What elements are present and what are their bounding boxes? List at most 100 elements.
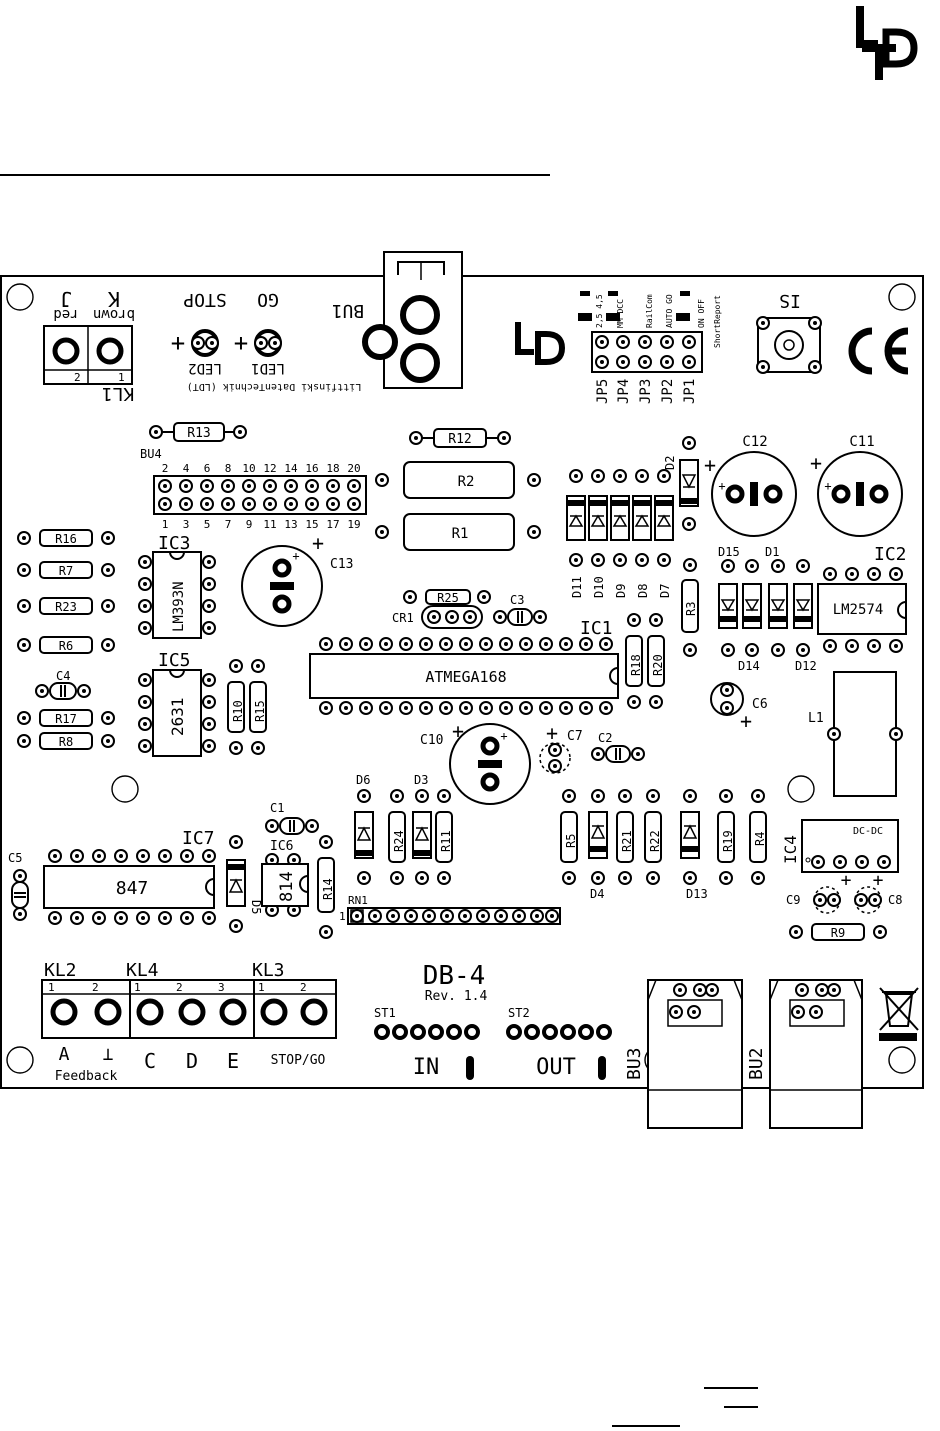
led2-ref: LED2 [188, 360, 222, 376]
svg-text:+: + [740, 709, 752, 733]
svg-text:20: 20 [347, 462, 360, 475]
leds: STOP GO + + LED2 LED1 Littfinski DatenTe… [171, 289, 362, 392]
svg-text:IC7: IC7 [182, 828, 215, 849]
jumper-option-jp4: MM DCC [616, 299, 625, 328]
resistor-r15: R15 [249, 659, 267, 755]
svg-text:D2: D2 [663, 456, 677, 470]
svg-text:ATMEGA168: ATMEGA168 [425, 668, 506, 686]
kl2-ref: KL2 [44, 960, 77, 981]
svg-text:R15: R15 [253, 700, 267, 722]
jumper-jp5: JP5 [595, 379, 611, 404]
svg-text:5: 5 [204, 518, 211, 531]
resistor-r6: R6 [17, 636, 115, 654]
resistor-r20: R20 [647, 613, 665, 709]
resistor-r16: R16 [17, 529, 115, 547]
svg-text:R10: R10 [231, 700, 245, 722]
led-stop-label: STOP [183, 289, 227, 310]
jumper-block: 2,5 4,5 MM DCC RailCom AUTO GO ON OFF Sh… [578, 291, 722, 404]
svg-text:C9: C9 [786, 893, 800, 907]
svg-text:R14: R14 [321, 878, 335, 900]
resistor-r4: R4 [749, 789, 767, 885]
in-label: IN [413, 1055, 440, 1080]
svg-text:D14: D14 [738, 659, 760, 673]
ic4-dc-dc: IC4 DC-DC [781, 819, 899, 873]
capacitor-c8: + C8 [854, 870, 902, 914]
svg-text:14: 14 [284, 462, 298, 475]
jumper-option-jp3: RailCom [645, 294, 654, 328]
svg-text:IC3: IC3 [158, 533, 191, 554]
svg-text:IC1: IC1 [580, 618, 613, 639]
resistor-r9: R9 [789, 923, 887, 941]
kl1-pin-1: 1 [118, 371, 125, 384]
resistor-r25: R25 [403, 589, 491, 605]
diode-array-d1-d15: D15 D1 D14 D12 [718, 545, 817, 673]
svg-text:L1: L1 [808, 711, 824, 726]
svg-text:6: 6 [204, 462, 211, 475]
capacitor-c1: C1 [265, 801, 319, 835]
svg-text:ST1: ST1 [374, 1006, 396, 1020]
svg-text:RN1: RN1 [348, 894, 368, 907]
svg-text:R23: R23 [55, 600, 77, 614]
svg-text:9: 9 [246, 518, 253, 531]
capacitor-c4: C4 [35, 669, 91, 700]
capacitor-c11: C11 + + [810, 434, 903, 537]
kl1-pin-2: 2 [74, 371, 81, 384]
svg-text:IC4: IC4 [781, 835, 800, 864]
svg-text:847: 847 [116, 878, 149, 899]
svg-text:D3: D3 [414, 773, 428, 787]
diode-d13: D13 [680, 789, 708, 901]
led2-plus: + [171, 329, 185, 357]
svg-text:C11: C11 [849, 434, 874, 450]
svg-text:D12: D12 [795, 659, 817, 673]
board-title: DB-4 Rev. 1.4 [423, 961, 488, 1004]
diode-d5: D5 [226, 835, 263, 933]
footer-marks [612, 1387, 758, 1427]
svg-text:+: + [292, 549, 299, 563]
board-revision: Rev. 1.4 [425, 989, 488, 1004]
svg-text:IC5: IC5 [158, 650, 191, 671]
svg-text:19: 19 [347, 518, 360, 531]
svg-text:+: + [546, 721, 558, 745]
svg-text:11: 11 [263, 518, 276, 531]
st1-connector: ST1 IN [374, 1006, 480, 1080]
svg-text:DC-DC: DC-DC [853, 826, 883, 837]
svg-text:3: 3 [218, 981, 225, 994]
resistor-r2: R2 [375, 461, 541, 499]
diode-d4: D4 [588, 789, 608, 901]
svg-text:D6: D6 [356, 773, 370, 787]
svg-text:D1: D1 [765, 545, 779, 559]
svg-text:IC6: IC6 [270, 839, 293, 854]
board-logo-icon [515, 322, 566, 365]
terminal-block: KL2 KL4 KL3 1 2 1 2 3 1 2 A ⊥ C D E STOP… [41, 960, 337, 1084]
svg-text:D13: D13 [686, 887, 708, 901]
svg-text:10: 10 [242, 462, 255, 475]
svg-text:C13: C13 [330, 557, 353, 572]
terminal-d: D [186, 1049, 198, 1073]
resistor-r24: R24 [388, 789, 406, 885]
svg-text:1: 1 [48, 981, 55, 994]
capacitor-c6: C6 + [710, 682, 768, 733]
svg-text:R9: R9 [831, 926, 845, 940]
svg-text:D11: D11 [570, 576, 584, 598]
st2-connector: ST2 OUT [506, 1006, 612, 1080]
diode-array-d7-d11: D11 D10 D9 D8 D7 [566, 469, 674, 598]
svg-text:R1: R1 [452, 526, 469, 542]
svg-text:C1: C1 [270, 801, 284, 815]
svg-text:814: 814 [277, 871, 297, 902]
svg-text:R19: R19 [721, 830, 735, 852]
resistor-r1: R1 [375, 513, 541, 551]
out-label: OUT [536, 1055, 576, 1080]
svg-text:2: 2 [176, 981, 183, 994]
resistor-r7: R7 [17, 561, 115, 579]
bu2-jack: BU2 [746, 979, 863, 1129]
terminal-c: C [144, 1049, 156, 1073]
is-ref: IS [779, 290, 801, 311]
svg-text:3: 3 [183, 518, 190, 531]
bu1-ref: BU1 [332, 300, 365, 321]
jumper-option-jp2: AUTO GO [665, 294, 674, 328]
ic1-atmega168: IC1 ATMEGA168 [309, 618, 619, 715]
svg-text:2: 2 [300, 981, 307, 994]
svg-text:R21: R21 [620, 830, 634, 852]
svg-text:IC2: IC2 [874, 544, 907, 565]
terminal-e: E [227, 1049, 239, 1073]
